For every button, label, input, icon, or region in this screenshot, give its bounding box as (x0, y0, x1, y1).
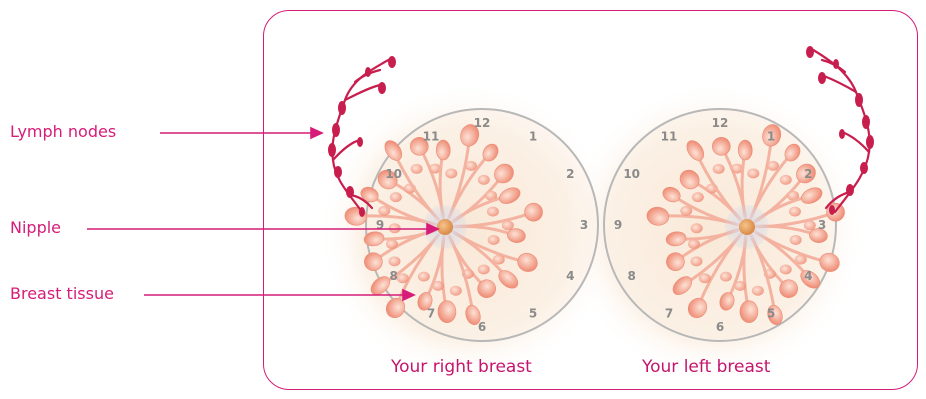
right-clock-number: 4 (566, 269, 574, 283)
lobule (438, 300, 456, 322)
lobule (780, 264, 792, 274)
right-clock-number: 9 (376, 218, 384, 232)
right-clock-number: 8 (389, 269, 397, 283)
lobule (713, 164, 725, 174)
lobule (388, 256, 400, 266)
right-clock-number: 3 (580, 218, 588, 232)
lobule (450, 286, 462, 296)
lobule (804, 220, 816, 230)
nipple-label: Nipple (10, 218, 61, 237)
right-clock-number: 6 (478, 320, 486, 334)
lobule (740, 300, 758, 322)
left-clock-number: 11 (661, 130, 678, 144)
lobule (691, 223, 703, 233)
left-clock-number: 6 (716, 320, 724, 334)
left-clock-number: 7 (665, 306, 673, 320)
left-clock-number: 4 (804, 269, 812, 283)
left-clock-number: 1 (767, 130, 775, 144)
lobule (488, 235, 500, 245)
lobule (390, 192, 402, 202)
lobule (688, 239, 700, 249)
left-clock-number: 9 (614, 218, 622, 232)
lobule (780, 175, 792, 185)
lobule (502, 220, 514, 230)
breast-tissue-label: Breast tissue (10, 284, 114, 303)
right-clock-number: 11 (423, 130, 440, 144)
lobule (478, 264, 490, 274)
lymph-nodes-label: Lymph nodes (10, 122, 116, 141)
lobule (747, 168, 759, 178)
lobule (789, 207, 801, 217)
right-clock-number: 10 (385, 167, 402, 181)
right-clock-number: 2 (566, 167, 574, 181)
right-clock-number: 7 (427, 306, 435, 320)
lobule (690, 256, 702, 266)
left-clock-number: 3 (818, 218, 826, 232)
left-clock-number: 8 (627, 269, 635, 283)
lobule (478, 175, 490, 185)
left-clock-number: 10 (623, 167, 640, 181)
left-clock-number: 5 (767, 306, 775, 320)
left-nipple (739, 219, 755, 235)
left-breast-caption: Your left breast (642, 357, 770, 377)
right-nipple (437, 219, 453, 235)
right-clock-number: 12 (474, 116, 491, 130)
lobule (445, 168, 457, 178)
left-clock-number: 12 (712, 116, 729, 130)
lobule (386, 239, 398, 249)
lymph-nodes-arrowhead (311, 128, 322, 138)
lobule (418, 272, 430, 282)
lobule (738, 140, 752, 160)
lobule (411, 164, 423, 174)
lobule (752, 286, 764, 296)
lobule (790, 235, 802, 245)
right-clock-number: 1 (529, 130, 537, 144)
left-clock-number: 2 (804, 167, 812, 181)
right-breast-caption: Your right breast (391, 357, 532, 377)
right-clock-number: 5 (529, 306, 537, 320)
lobule (487, 207, 499, 217)
lobule (692, 192, 704, 202)
lobule (720, 272, 732, 282)
